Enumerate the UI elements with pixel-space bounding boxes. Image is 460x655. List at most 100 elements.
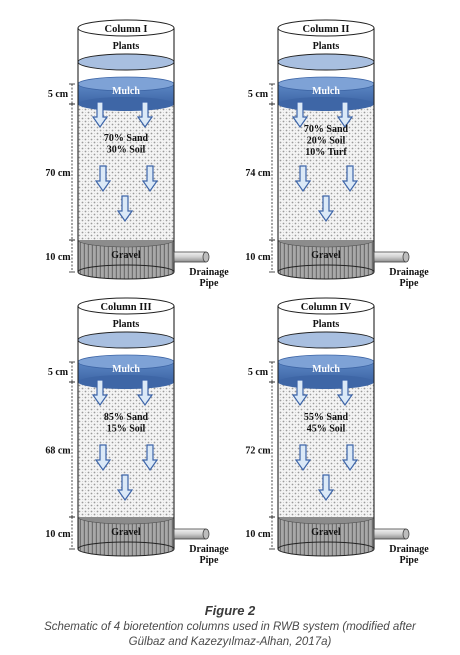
drainage-pipe [173,528,210,540]
plants-label: Plants [313,319,340,330]
pipe-label: Pipe [200,555,219,566]
pipe-end [202,528,210,540]
flow-arrow-icon [94,165,112,193]
flow-arrow-icon [317,195,335,223]
flow-arrow-icon [294,444,312,472]
dimension-mulch-label: 5 cm [48,89,69,100]
dimension-mulch-label: 5 cm [248,89,269,100]
column-title: Column I [105,24,148,35]
flow-arrow-icon [336,101,354,129]
mulch-label: Mulch [112,364,140,375]
soil-mix-label: 30% Soil [107,145,146,156]
dimension-gravel-label: 10 cm [245,529,271,540]
plants-surface [277,331,375,349]
dimension-gravel-label: 10 cm [245,252,271,263]
cylinder-rim [277,19,375,37]
gravel-label: Gravel [311,250,341,261]
soil-mix-label: 55% Sand [304,412,349,423]
dimension-soil-label: 74 cm [245,168,271,179]
soil-mix-label: 15% Soil [107,424,146,435]
dimension-mulch [69,83,75,105]
gravel-label: Gravel [111,527,141,538]
pipe-end [402,251,410,263]
drainage-label: Drainage [389,267,429,278]
soil-mix-label: 45% Soil [307,424,346,435]
flow-arrow-icon [341,165,359,193]
drainage-pipe [173,251,210,263]
mulch-label: Mulch [312,86,340,97]
flow-arrow-icon [141,444,159,472]
flow-arrow-icon [336,379,354,407]
soil-mix-label: 70% Sand [304,124,349,135]
pipe-body [173,251,207,263]
pipe-body [373,251,407,263]
drainage-label: Drainage [389,544,429,555]
mulch-bottom [278,97,374,111]
flow-arrow-icon [317,474,335,502]
dimension-soil-label: 70 cm [45,168,71,179]
flow-arrow-icon [291,379,309,407]
flow-arrow-icon [341,444,359,472]
dimension-gravel [269,516,275,550]
cylinder-rim [77,19,175,37]
pipe-body [373,528,407,540]
plants-surface [277,53,375,71]
flow-arrow-icon [91,101,109,129]
figure-caption-line-1: Schematic of 4 bioretention columns used… [44,621,416,633]
soil-mix-label: 20% Soil [307,136,346,147]
drainage-label: Drainage [189,267,229,278]
gravel-base [277,264,375,280]
dimension-soil-label: 72 cm [245,446,271,457]
flow-arrow-icon [94,444,112,472]
gravel-base [77,264,175,280]
plants-surface [77,331,175,349]
cylinder-rim [77,297,175,315]
mulch-bottom [78,375,174,389]
drainage-pipe [373,528,410,540]
figure-caption-text: Schematic of 4 bioretention columns used… [0,620,460,650]
column-title: Column IV [301,302,352,313]
soil-mix-label: 10% Turf [305,147,347,158]
gravel-label: Gravel [111,250,141,261]
flow-arrow-icon [291,101,309,129]
gravel-label: Gravel [311,527,341,538]
mulch-label: Mulch [312,364,340,375]
dimension-mulch [69,361,75,383]
soil-mix-label: 85% Sand [104,412,149,423]
pipe-end [202,251,210,263]
gravel-base [277,541,375,557]
dimension-soil-label: 68 cm [45,446,71,457]
dimension-gravel [69,239,75,273]
soil-mix-label: 70% Sand [104,133,149,144]
flow-arrow-icon [116,195,134,223]
pipe-body [173,528,207,540]
column-title: Column II [303,24,350,35]
column-title: Column III [100,302,151,313]
mulch-label: Mulch [112,86,140,97]
dimension-gravel [69,516,75,550]
flow-arrow-icon [136,101,154,129]
mulch-bottom [278,375,374,389]
drainage-pipe [373,251,410,263]
pipe-end [402,528,410,540]
gravel-base [77,541,175,557]
figure-caption-line-2: Gülbaz and Kazezyılmaz-Alhan, 2017a) [128,636,332,648]
dimension-gravel [269,239,275,273]
flow-arrow-icon [91,379,109,407]
dimension-mulch-label: 5 cm [248,367,269,378]
flow-arrow-icon [136,379,154,407]
plants-label: Plants [113,41,140,52]
pipe-label: Pipe [400,555,419,566]
plants-label: Plants [113,319,140,330]
flow-arrow-icon [116,474,134,502]
plants-surface [77,53,175,71]
dimension-gravel-label: 10 cm [45,529,71,540]
dimension-mulch [269,83,275,105]
figure-caption-title: Figure 2 [204,603,256,618]
dimension-mulch [269,361,275,383]
